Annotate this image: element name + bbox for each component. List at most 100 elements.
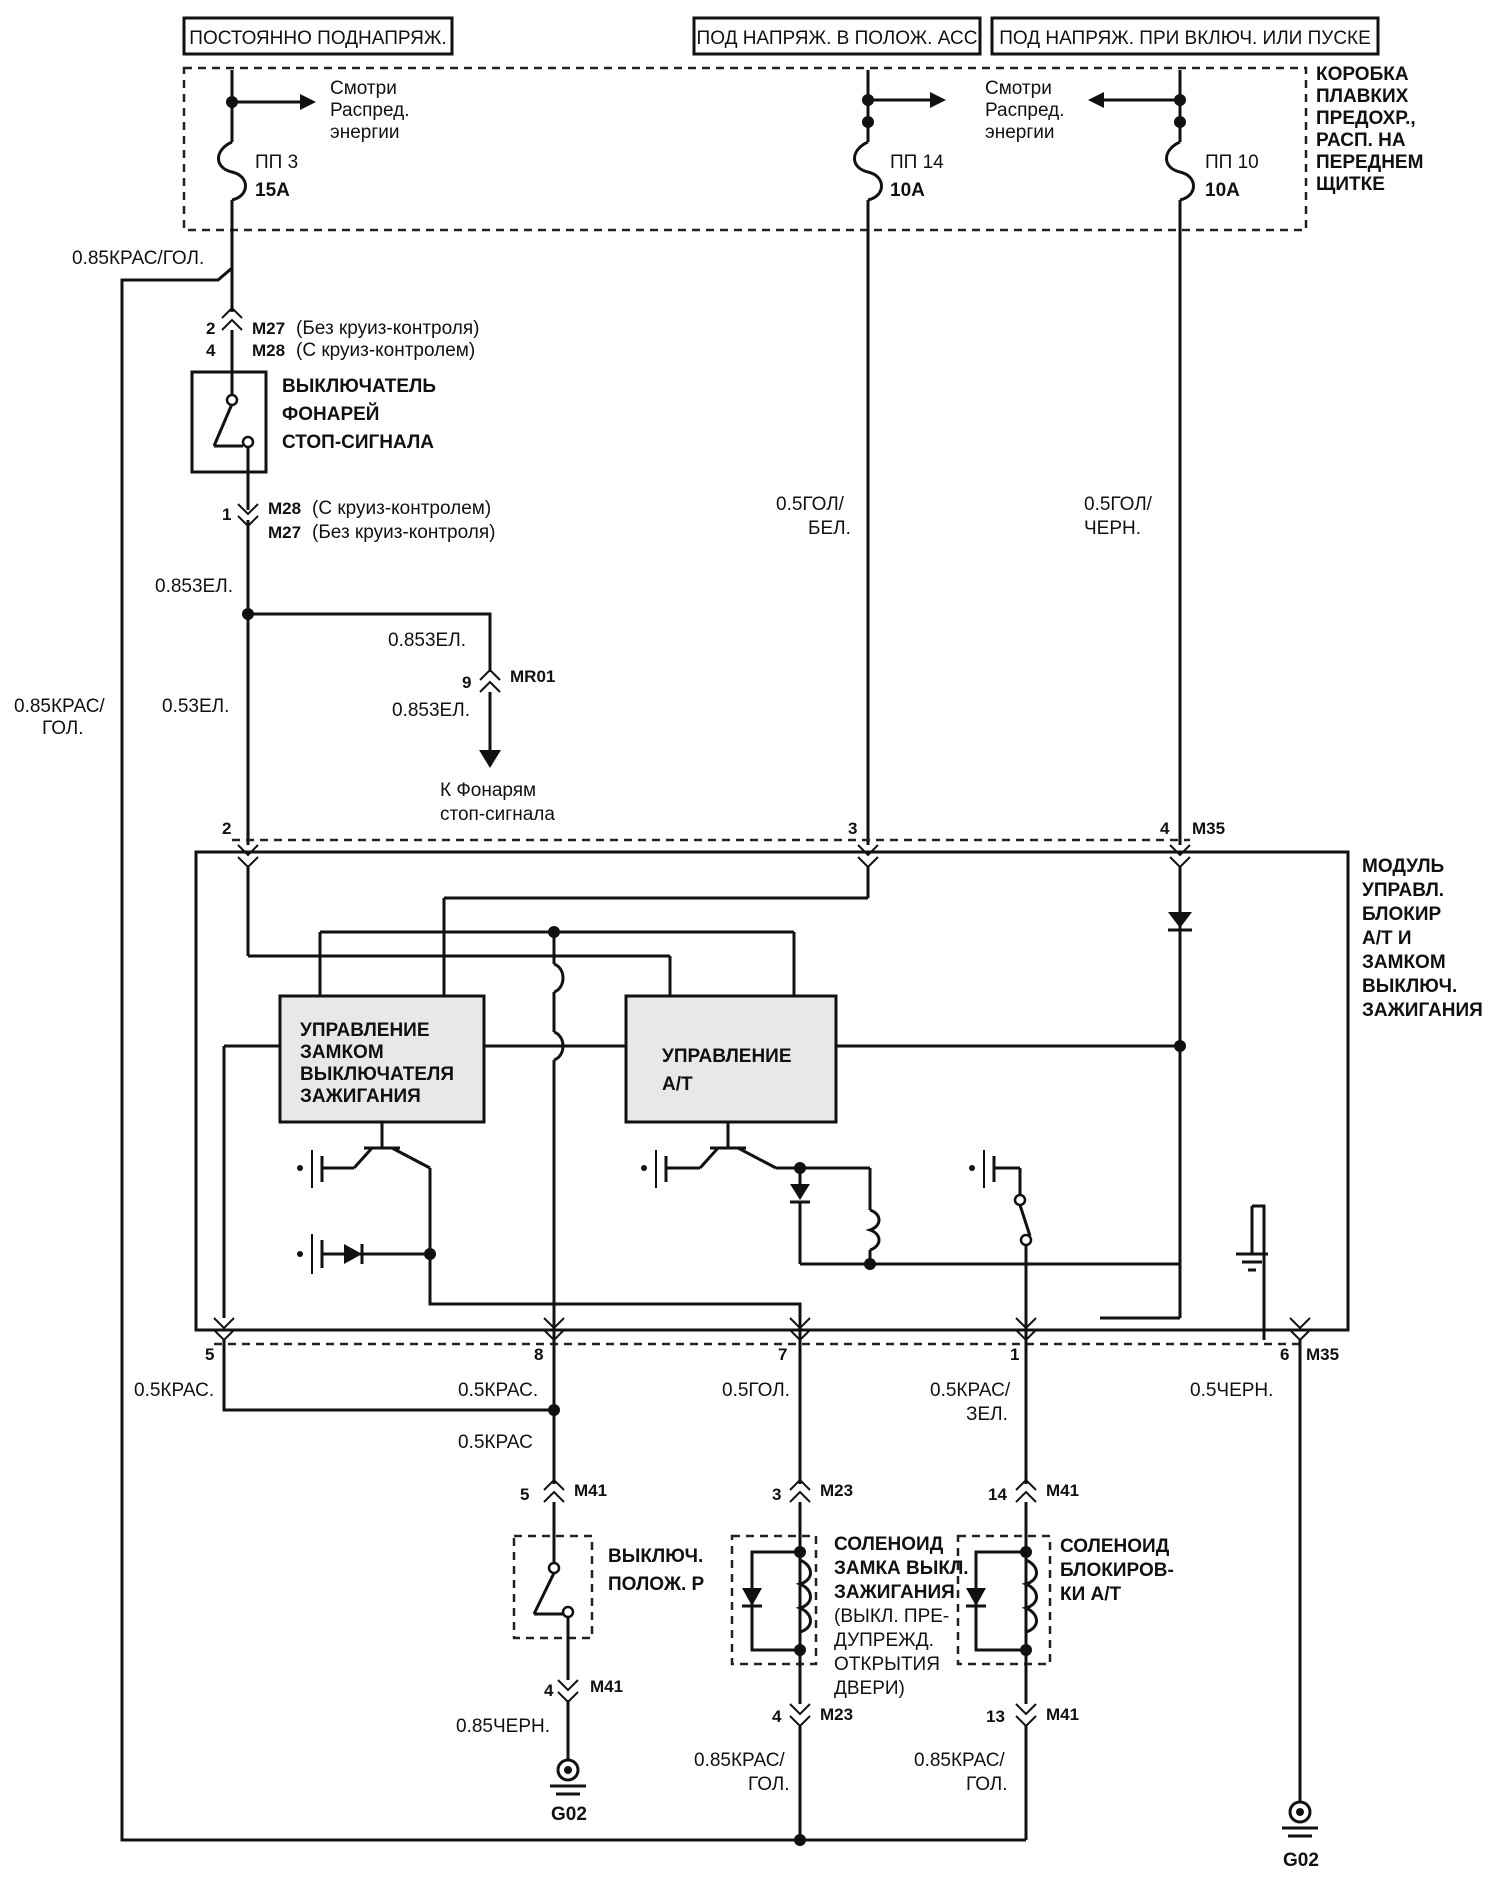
ign-lock-control-block: УПРАВЛЕНИЕ ЗАМКОМ ВЫКЛЮЧАТЕЛЯ ЗАЖИГАНИЯ bbox=[278, 994, 486, 1124]
brake-light-switch bbox=[190, 330, 268, 510]
connector-m28-bottom: 1 M28 (С круиз-контролем) bbox=[222, 498, 491, 524]
svg-text:К Фонарям: К Фонарям bbox=[440, 780, 536, 801]
connector-m27-top: 2 M27 (Без круиз-контроля) bbox=[206, 318, 479, 339]
svg-text:14: 14 bbox=[988, 1485, 1007, 1504]
wire-label-b7: 0.5ГОЛ. bbox=[722, 1380, 790, 1401]
svg-text:0.5ГОЛ/: 0.5ГОЛ/ bbox=[776, 494, 845, 515]
svg-text:M23: M23 bbox=[820, 1481, 853, 1500]
wire-label-ign: 0.5ГОЛ/ ЧЕРН. bbox=[1084, 494, 1153, 539]
wire-to-mr01 bbox=[248, 612, 492, 672]
svg-text:M28: M28 bbox=[252, 341, 285, 360]
svg-text:ДУПРЕЖД.: ДУПРЕЖД. bbox=[834, 1630, 934, 1651]
svg-text:ВЫКЛЮЧАТЕЛЬ: ВЫКЛЮЧАТЕЛЬ bbox=[282, 376, 436, 397]
svg-text:M41: M41 bbox=[590, 1677, 623, 1696]
svg-text:9: 9 bbox=[462, 673, 471, 692]
svg-text:ЗАЖИГАНИЯ: ЗАЖИГАНИЯ bbox=[834, 1582, 955, 1603]
svg-text:ВЫКЛЮЧАТЕЛЯ: ВЫКЛЮЧАТЕЛЯ bbox=[300, 1064, 454, 1085]
svg-text:ЗАМКА ВЫКЛ.: ЗАМКА ВЫКЛ. bbox=[834, 1558, 969, 1579]
fuse-pp3: ПП 3 15А bbox=[217, 70, 316, 232]
at-control-block: УПРАВЛЕНИЕ А/Т bbox=[624, 994, 838, 1124]
svg-text:ЧЕРН.: ЧЕРН. bbox=[1084, 518, 1141, 539]
svg-text:2: 2 bbox=[222, 819, 231, 838]
diode-ign bbox=[297, 1234, 802, 1340]
svg-text:СОЛЕНОИД: СОЛЕНОИД bbox=[1060, 1536, 1170, 1557]
svg-text:(С круиз-контролем): (С круиз-контролем) bbox=[312, 498, 491, 519]
connector-m28-top: 4 M28 (С круиз-контролем) bbox=[206, 340, 475, 361]
svg-text:Смотри: Смотри bbox=[330, 78, 397, 99]
fusebox-title: КОРОБКА ПЛАВКИХ ПРЕДОХР., РАСП. НА ПЕРЕД… bbox=[1316, 64, 1423, 195]
svg-text:1: 1 bbox=[222, 505, 231, 524]
ign-lock-solenoid-label: СОЛЕНОИД ЗАМКА ВЫКЛ. ЗАЖИГАНИЯ (ВЫКЛ. ПР… bbox=[834, 1534, 969, 1699]
svg-text:энергии: энергии bbox=[330, 122, 399, 143]
fuse-pp14: ПП 14 10А bbox=[853, 70, 946, 232]
svg-text:ПЕРЕДНЕМ: ПЕРЕДНЕМ bbox=[1316, 152, 1423, 173]
at-lock-solenoid-label: СОЛЕНОИД БЛОКИРОВ- КИ А/Т bbox=[1060, 1536, 1174, 1605]
fusebox-outline bbox=[182, 66, 1308, 232]
svg-text:А/Т И: А/Т И bbox=[1362, 928, 1412, 949]
svg-text:ПРЕДОХР.,: ПРЕДОХР., bbox=[1316, 108, 1416, 129]
wire-label-top-left: 0.85КРАС/ГОЛ. bbox=[72, 248, 204, 269]
svg-text:M41: M41 bbox=[1046, 1705, 1079, 1724]
svg-text:ЩИТКЕ: ЩИТКЕ bbox=[1316, 174, 1385, 195]
connector-m41-5: 5 M41 bbox=[520, 1481, 607, 1504]
svg-text:БЛОКИР: БЛОКИР bbox=[1362, 904, 1442, 925]
header-acc: ПОД НАПРЯЖ. В ПОЛОЖ. АСС bbox=[692, 16, 982, 56]
svg-text:ГОЛ.: ГОЛ. bbox=[42, 718, 84, 739]
svg-text:ПП 14: ПП 14 bbox=[890, 152, 944, 173]
svg-text:КИ А/Т: КИ А/Т bbox=[1060, 1584, 1122, 1605]
ground-g02-2: G02 bbox=[1282, 1800, 1319, 1871]
wire-label-b5: 0.5КРАС. bbox=[134, 1380, 214, 1401]
svg-text:МОДУЛЬ: МОДУЛЬ bbox=[1362, 856, 1444, 877]
svg-text:M35: M35 bbox=[1192, 819, 1225, 838]
svg-text:энергии: энергии bbox=[985, 122, 1054, 143]
header-constant: ПОСТОЯННО ПОДНАПРЯЖ. bbox=[182, 16, 454, 56]
svg-text:MR01: MR01 bbox=[510, 667, 555, 686]
svg-text:КОРОБКА: КОРОБКА bbox=[1316, 64, 1409, 85]
connector-m23-3: 3 M23 bbox=[772, 1481, 853, 1504]
svg-text:ПОД НАПРЯЖ. В ПОЛОЖ. АСС: ПОД НАПРЯЖ. В ПОЛОЖ. АСС bbox=[697, 28, 978, 49]
brake-switch-label: ВЫКЛЮЧАТЕЛЬ ФОНАРЕЙ СТОП-СИГНАЛА bbox=[282, 376, 436, 453]
wire-b5 bbox=[222, 1340, 554, 1412]
wire-label-853-a: 0.853ЕЛ. bbox=[155, 576, 233, 597]
module-label: МОДУЛЬ УПРАВЛ. БЛОКИР А/Т И ЗАМКОМ ВЫКЛЮ… bbox=[1362, 856, 1483, 1021]
svg-text:(Без круиз-контроля): (Без круиз-контроля) bbox=[296, 318, 479, 339]
svg-text:(С круиз-контролем): (С круиз-контролем) bbox=[296, 340, 475, 361]
module-box bbox=[194, 850, 1350, 1332]
svg-text:0.85КРАС/: 0.85КРАС/ bbox=[914, 1750, 1005, 1771]
svg-text:0.5КРАС/: 0.5КРАС/ bbox=[930, 1380, 1011, 1401]
wire-label-b8: 0.5КРАС. bbox=[458, 1380, 538, 1401]
transistor-ign bbox=[297, 1122, 432, 1254]
svg-text:ЗАЖИГАНИЯ: ЗАЖИГАНИЯ bbox=[1362, 1000, 1483, 1021]
svg-text:ДВЕРИ): ДВЕРИ) bbox=[834, 1678, 905, 1699]
at-lock-solenoid bbox=[956, 1502, 1052, 1704]
ground-g02-1: G02 bbox=[550, 1758, 587, 1825]
svg-text:ВЫКЛЮЧ.: ВЫКЛЮЧ. bbox=[1362, 976, 1457, 997]
svg-text:5: 5 bbox=[205, 1345, 214, 1364]
svg-text:ПП 10: ПП 10 bbox=[1205, 152, 1259, 173]
svg-text:УПРАВЛ.: УПРАВЛ. bbox=[1362, 880, 1444, 901]
svg-text:ЗЕЛ.: ЗЕЛ. bbox=[966, 1404, 1008, 1425]
svg-text:ПП 3: ПП 3 bbox=[255, 152, 298, 173]
svg-text:0.85КРАС/: 0.85КРАС/ bbox=[14, 696, 105, 717]
svg-text:(Без круиз-контроля): (Без круиз-контроля) bbox=[312, 522, 495, 543]
connector-m35-top: 2 3 4 M35 bbox=[222, 819, 1225, 838]
svg-text:ГОЛ.: ГОЛ. bbox=[966, 1774, 1008, 1795]
wire-label-853-c: 0.853ЕЛ. bbox=[392, 700, 470, 721]
connector-m23-4: 4 M23 bbox=[772, 1705, 853, 1726]
svg-text:0.5ГОЛ/: 0.5ГОЛ/ bbox=[1084, 494, 1153, 515]
svg-text:ПОЛОЖ. Р: ПОЛОЖ. Р bbox=[608, 1574, 705, 1595]
svg-text:4: 4 bbox=[1160, 819, 1170, 838]
arrow-to-stop-lamps bbox=[479, 750, 501, 768]
svg-text:ГОЛ.: ГОЛ. bbox=[748, 1774, 790, 1795]
svg-text:ПОСТОЯННО ПОДНАПРЯЖ.: ПОСТОЯННО ПОДНАПРЯЖ. bbox=[189, 28, 446, 49]
svg-text:4: 4 bbox=[544, 1681, 554, 1700]
ground-internal bbox=[1236, 1204, 1268, 1340]
connector-m41-4: 4 M41 bbox=[544, 1677, 623, 1700]
svg-text:УПРАВЛЕНИЕ: УПРАВЛЕНИЕ bbox=[300, 1020, 430, 1041]
wire-label-b6: 0.5ЧЕРН. bbox=[1190, 1380, 1273, 1401]
svg-text:G02: G02 bbox=[551, 1804, 587, 1825]
svg-text:(ВЫКЛ. ПРЕ-: (ВЫКЛ. ПРЕ- bbox=[834, 1606, 949, 1627]
wire-label-sol1-out: 0.85КРАС/ ГОЛ. bbox=[694, 1750, 790, 1795]
wire-label-park-gnd: 0.85ЧЕРН. bbox=[456, 1716, 550, 1737]
